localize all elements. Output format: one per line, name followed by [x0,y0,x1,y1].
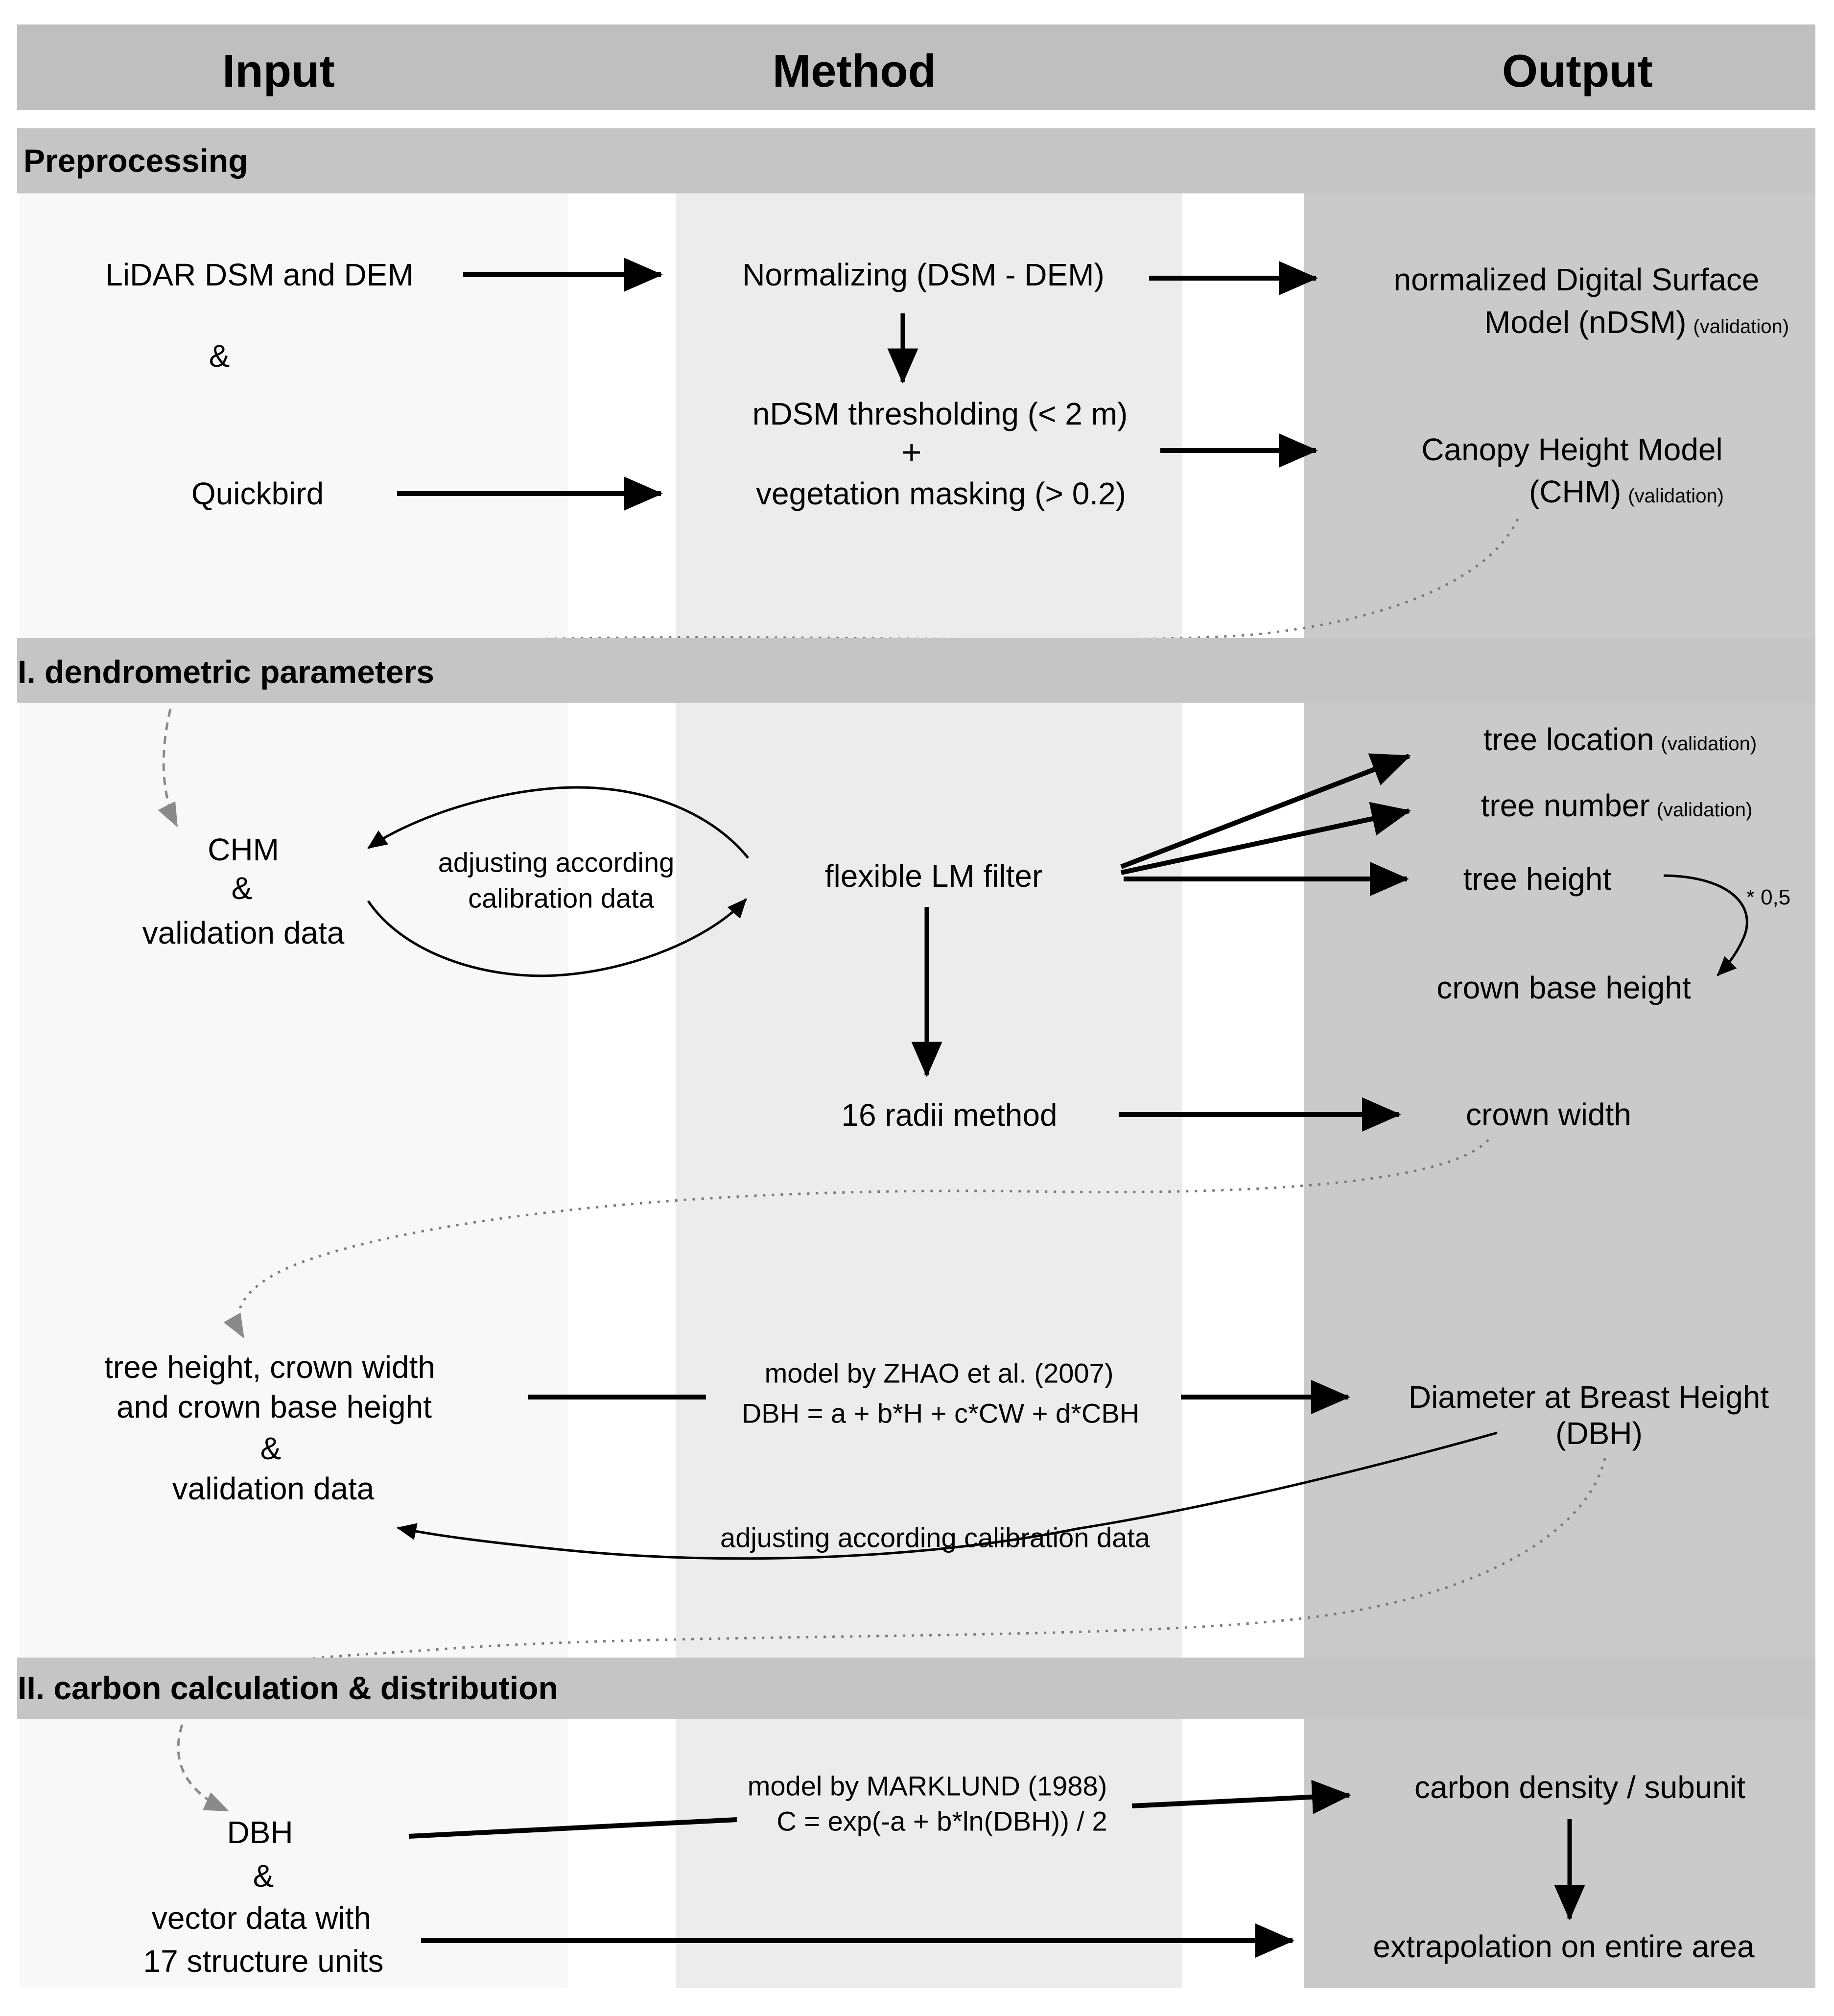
node-vector-data-line2: 17 structure units [143,1944,384,1979]
node-crown-base-height: crown base height [1436,970,1691,1005]
ndsm-label: Model (nDSM) [1484,305,1687,340]
node-crown-width: crown width [1466,1097,1631,1132]
column-header-bar [17,24,1815,110]
column-title-output: Output [1502,45,1653,96]
arrow-loop-bottom [367,898,747,977]
arrow-loop-top [367,786,749,859]
node-param-block-line2: and crown base height [117,1389,432,1424]
adjust-return-label: adjusting according calibration data [720,1522,1150,1553]
node-validation-data: validation data [142,915,345,950]
carbon-section-bar [17,1658,1815,1719]
node-param-block-line3: validation data [172,1471,375,1506]
dashed-arrow-into-chm [158,709,179,828]
node-tree-number: tree number (validation) [1481,787,1753,824]
node-chm-line1: Canopy Height Model [1421,432,1723,467]
section-title-dendrometric: I. dendrometric parameters [18,654,434,690]
node-quickbird: Quickbird [191,476,324,511]
tree-location-label: tree location [1483,722,1654,757]
validation-note: (validation) [1693,316,1789,337]
dendrometric-section-bar [17,638,1815,703]
node-radii-method: 16 radii method [841,1097,1058,1133]
dashed-arrow-into-dbh [177,1724,229,1812]
node-tree-location: tree location (validation) [1483,721,1757,758]
arrow-lm-to-tree-location [1120,753,1411,869]
node-vector-data-line1: vector data with [151,1900,372,1936]
node-marklund-model: model by MARKLUND (1988) [747,1770,1107,1802]
validation-note: (validation) [1628,485,1724,507]
section-title-preprocessing: Preprocessing [24,142,248,179]
node-ndsm-line2: Model (nDSM) (validation) [1484,304,1789,340]
dotted-curve-dbh-to-section2 [293,1458,1606,1662]
arrow-marklund-to-carbon-density [1131,1779,1351,1814]
node-normalizing: Normalizing (DSM - DEM) [742,257,1105,292]
node-marklund-formula: C = exp(-a + b*ln(DBH)) / 2 [776,1805,1107,1837]
ampersand-param-block: & [260,1431,282,1466]
arrow-lm-to-tree-number [1120,802,1411,875]
arrow-adjust-return [397,1431,1498,1560]
node-chm-input: CHM [208,832,279,867]
node-dbh-output-line2: (DBH) [1555,1416,1643,1451]
plus-sign: + [901,433,922,471]
node-lm-filter: flexible LM filter [824,858,1043,894]
node-dbh-input: DBH [227,1815,293,1850]
ampersand-preprocessing: & [209,338,230,374]
node-extrapolation: extrapolation on entire area [1373,1929,1755,1964]
node-carbon-density: carbon density / subunit [1414,1770,1745,1805]
ampersand-chm-block: & [231,871,253,906]
validation-note: (validation) [1661,733,1757,755]
arrow-tree-height-to-crown-base [1663,874,1748,976]
node-ndsm-line1: normalized Digital Surface [1393,262,1760,297]
ampersand-carbon-block: & [253,1858,274,1894]
times-half-label: * 0,5 [1746,885,1791,909]
node-tree-height: tree height [1463,861,1612,897]
node-dbh-output-line1: Diameter at Breast Height [1408,1379,1769,1415]
section-title-carbon: II. carbon calculation & distribution [18,1670,558,1706]
validation-note: (validation) [1656,799,1753,821]
line-dbh-to-marklund [408,1817,737,1839]
column-title-method: Method [772,45,937,96]
loop-label-line2: calibration data [468,882,654,914]
node-masking: vegetation masking (> 0.2) [756,476,1126,511]
loop-label-line1: adjusting according [438,847,675,878]
node-zhao-model: model by ZHAO et al. (2007) [764,1357,1114,1389]
tree-number-label: tree number [1481,788,1650,823]
node-chm-line2: (CHM) (validation) [1529,474,1724,510]
dotted-curve-crown-width-to-block [223,1139,1489,1339]
node-param-block-line1: tree height, crown width [104,1350,435,1385]
node-thresholding: nDSM thresholding (< 2 m) [752,396,1128,431]
node-lidar-dsm-dem: LiDAR DSM and DEM [105,257,414,292]
chm-label: (CHM) [1528,474,1622,509]
preprocessing-section-bar [17,128,1815,193]
node-zhao-formula: DBH = a + b*H + c*CW + d*CBH [741,1398,1140,1429]
column-title-input: Input [222,45,335,96]
